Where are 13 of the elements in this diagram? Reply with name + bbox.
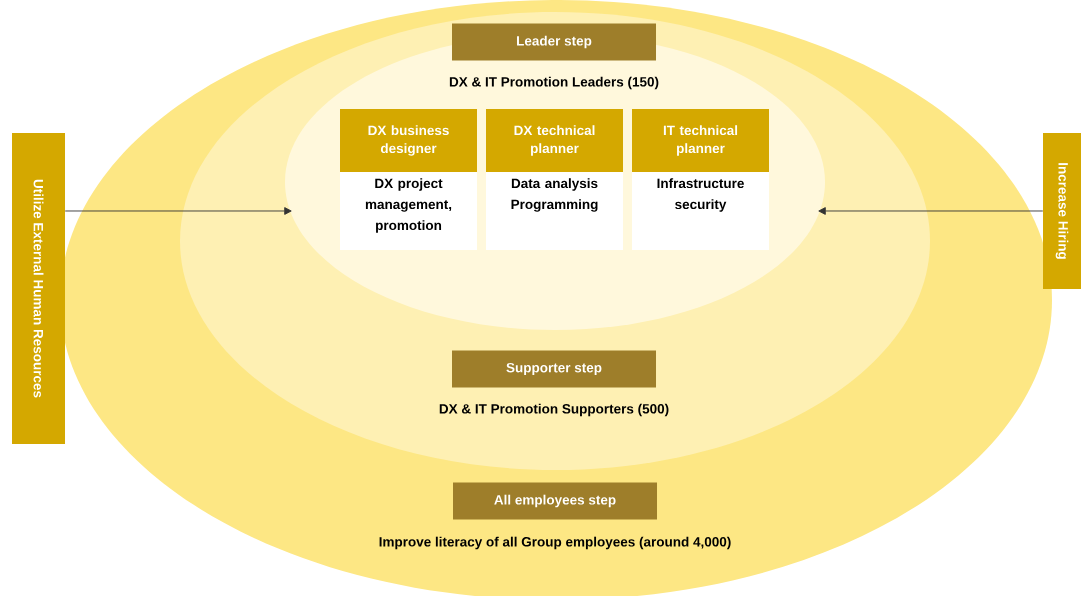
step-label: Supporter step xyxy=(452,350,656,388)
band-text: DX & IT Promotion Leaders (150) xyxy=(449,76,659,90)
side-bar: Increase Hiring xyxy=(1043,133,1081,289)
band-text: Improve literacy of all Group employees (around 4,000) xyxy=(379,536,731,550)
step-label: All employees step xyxy=(453,482,657,520)
role-card: IT technical planner Infrastructure security xyxy=(632,109,769,250)
role-card: DX technical planner Data analysis Programming xyxy=(486,109,623,250)
role-card: DX business designer DX project management, promotion xyxy=(340,109,477,250)
arrow xyxy=(818,207,1044,215)
band-text: DX & IT Promotion Supporters (500) xyxy=(439,403,669,417)
side-bar: Utilize External Human Resources xyxy=(12,133,65,444)
step-label: Leader step xyxy=(452,23,656,61)
arrow xyxy=(64,207,292,215)
